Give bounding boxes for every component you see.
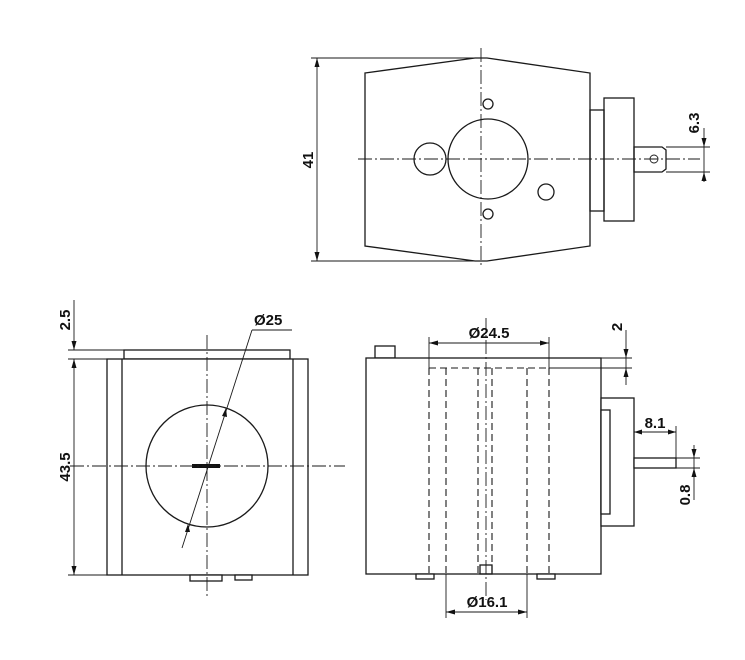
dim-label-6-3: 6.3 bbox=[686, 113, 703, 134]
dim-label-diameter-25: Ø25 bbox=[254, 312, 282, 329]
arrowhead bbox=[429, 340, 438, 346]
top-view: 41 6.3 bbox=[300, 48, 710, 268]
arrowhead bbox=[518, 609, 527, 615]
top-view-upper-hole bbox=[482, 98, 494, 110]
dim-label-41: 41 bbox=[300, 152, 317, 169]
top-view-terminal bbox=[633, 146, 667, 173]
arrowhead bbox=[668, 429, 676, 435]
arrowhead bbox=[540, 340, 549, 346]
arrowhead bbox=[623, 368, 629, 377]
arrowhead bbox=[222, 408, 227, 417]
side-view-bottom-tab-left bbox=[415, 573, 435, 580]
dim-label-0-8: 0.8 bbox=[677, 485, 694, 506]
top-view-flange-outer bbox=[603, 97, 635, 222]
dim-label-43-5: 43.5 bbox=[57, 452, 74, 481]
arrowhead bbox=[314, 58, 320, 67]
arrowhead bbox=[634, 429, 642, 435]
side-view: Ø24.5 2 8.1 0.8 Ø16.1 bbox=[365, 318, 700, 618]
arrowhead bbox=[623, 349, 629, 358]
arrowhead bbox=[691, 468, 697, 477]
dim-line-diameter-25 bbox=[181, 329, 253, 549]
arrowhead bbox=[71, 566, 77, 575]
arrowhead bbox=[701, 138, 707, 147]
arrowhead bbox=[71, 359, 77, 368]
dim-label-2-5: 2.5 bbox=[57, 310, 74, 331]
side-view-flange-inner bbox=[600, 409, 611, 515]
dim-label-2: 2 bbox=[609, 323, 626, 331]
side-view-terminal bbox=[633, 457, 677, 469]
top-view-right-hole bbox=[537, 183, 555, 201]
dim-label-diameter-24-5: Ø24.5 bbox=[469, 325, 510, 342]
top-view-flange-inner bbox=[589, 109, 605, 212]
arrowhead bbox=[691, 449, 697, 458]
side-view-top-nub bbox=[374, 345, 396, 359]
dim-label-diameter-16-1: Ø16.1 bbox=[467, 594, 508, 611]
arrowhead bbox=[71, 341, 77, 350]
top-view-lower-hole bbox=[482, 208, 494, 220]
arrowhead bbox=[185, 524, 190, 532]
arrowhead bbox=[701, 172, 707, 181]
front-view: 2.5 43.5 Ø25 bbox=[57, 300, 345, 597]
dim-label-8-1: 8.1 bbox=[645, 415, 666, 432]
side-view-body bbox=[365, 357, 602, 575]
top-view-body-outline bbox=[364, 57, 591, 262]
arrowhead bbox=[446, 609, 455, 615]
front-view-bottom-tab-right bbox=[234, 574, 253, 581]
side-view-bottom-tab-right bbox=[536, 573, 556, 580]
arrowhead bbox=[314, 252, 320, 261]
front-view-bottom-tab-left bbox=[189, 574, 223, 582]
